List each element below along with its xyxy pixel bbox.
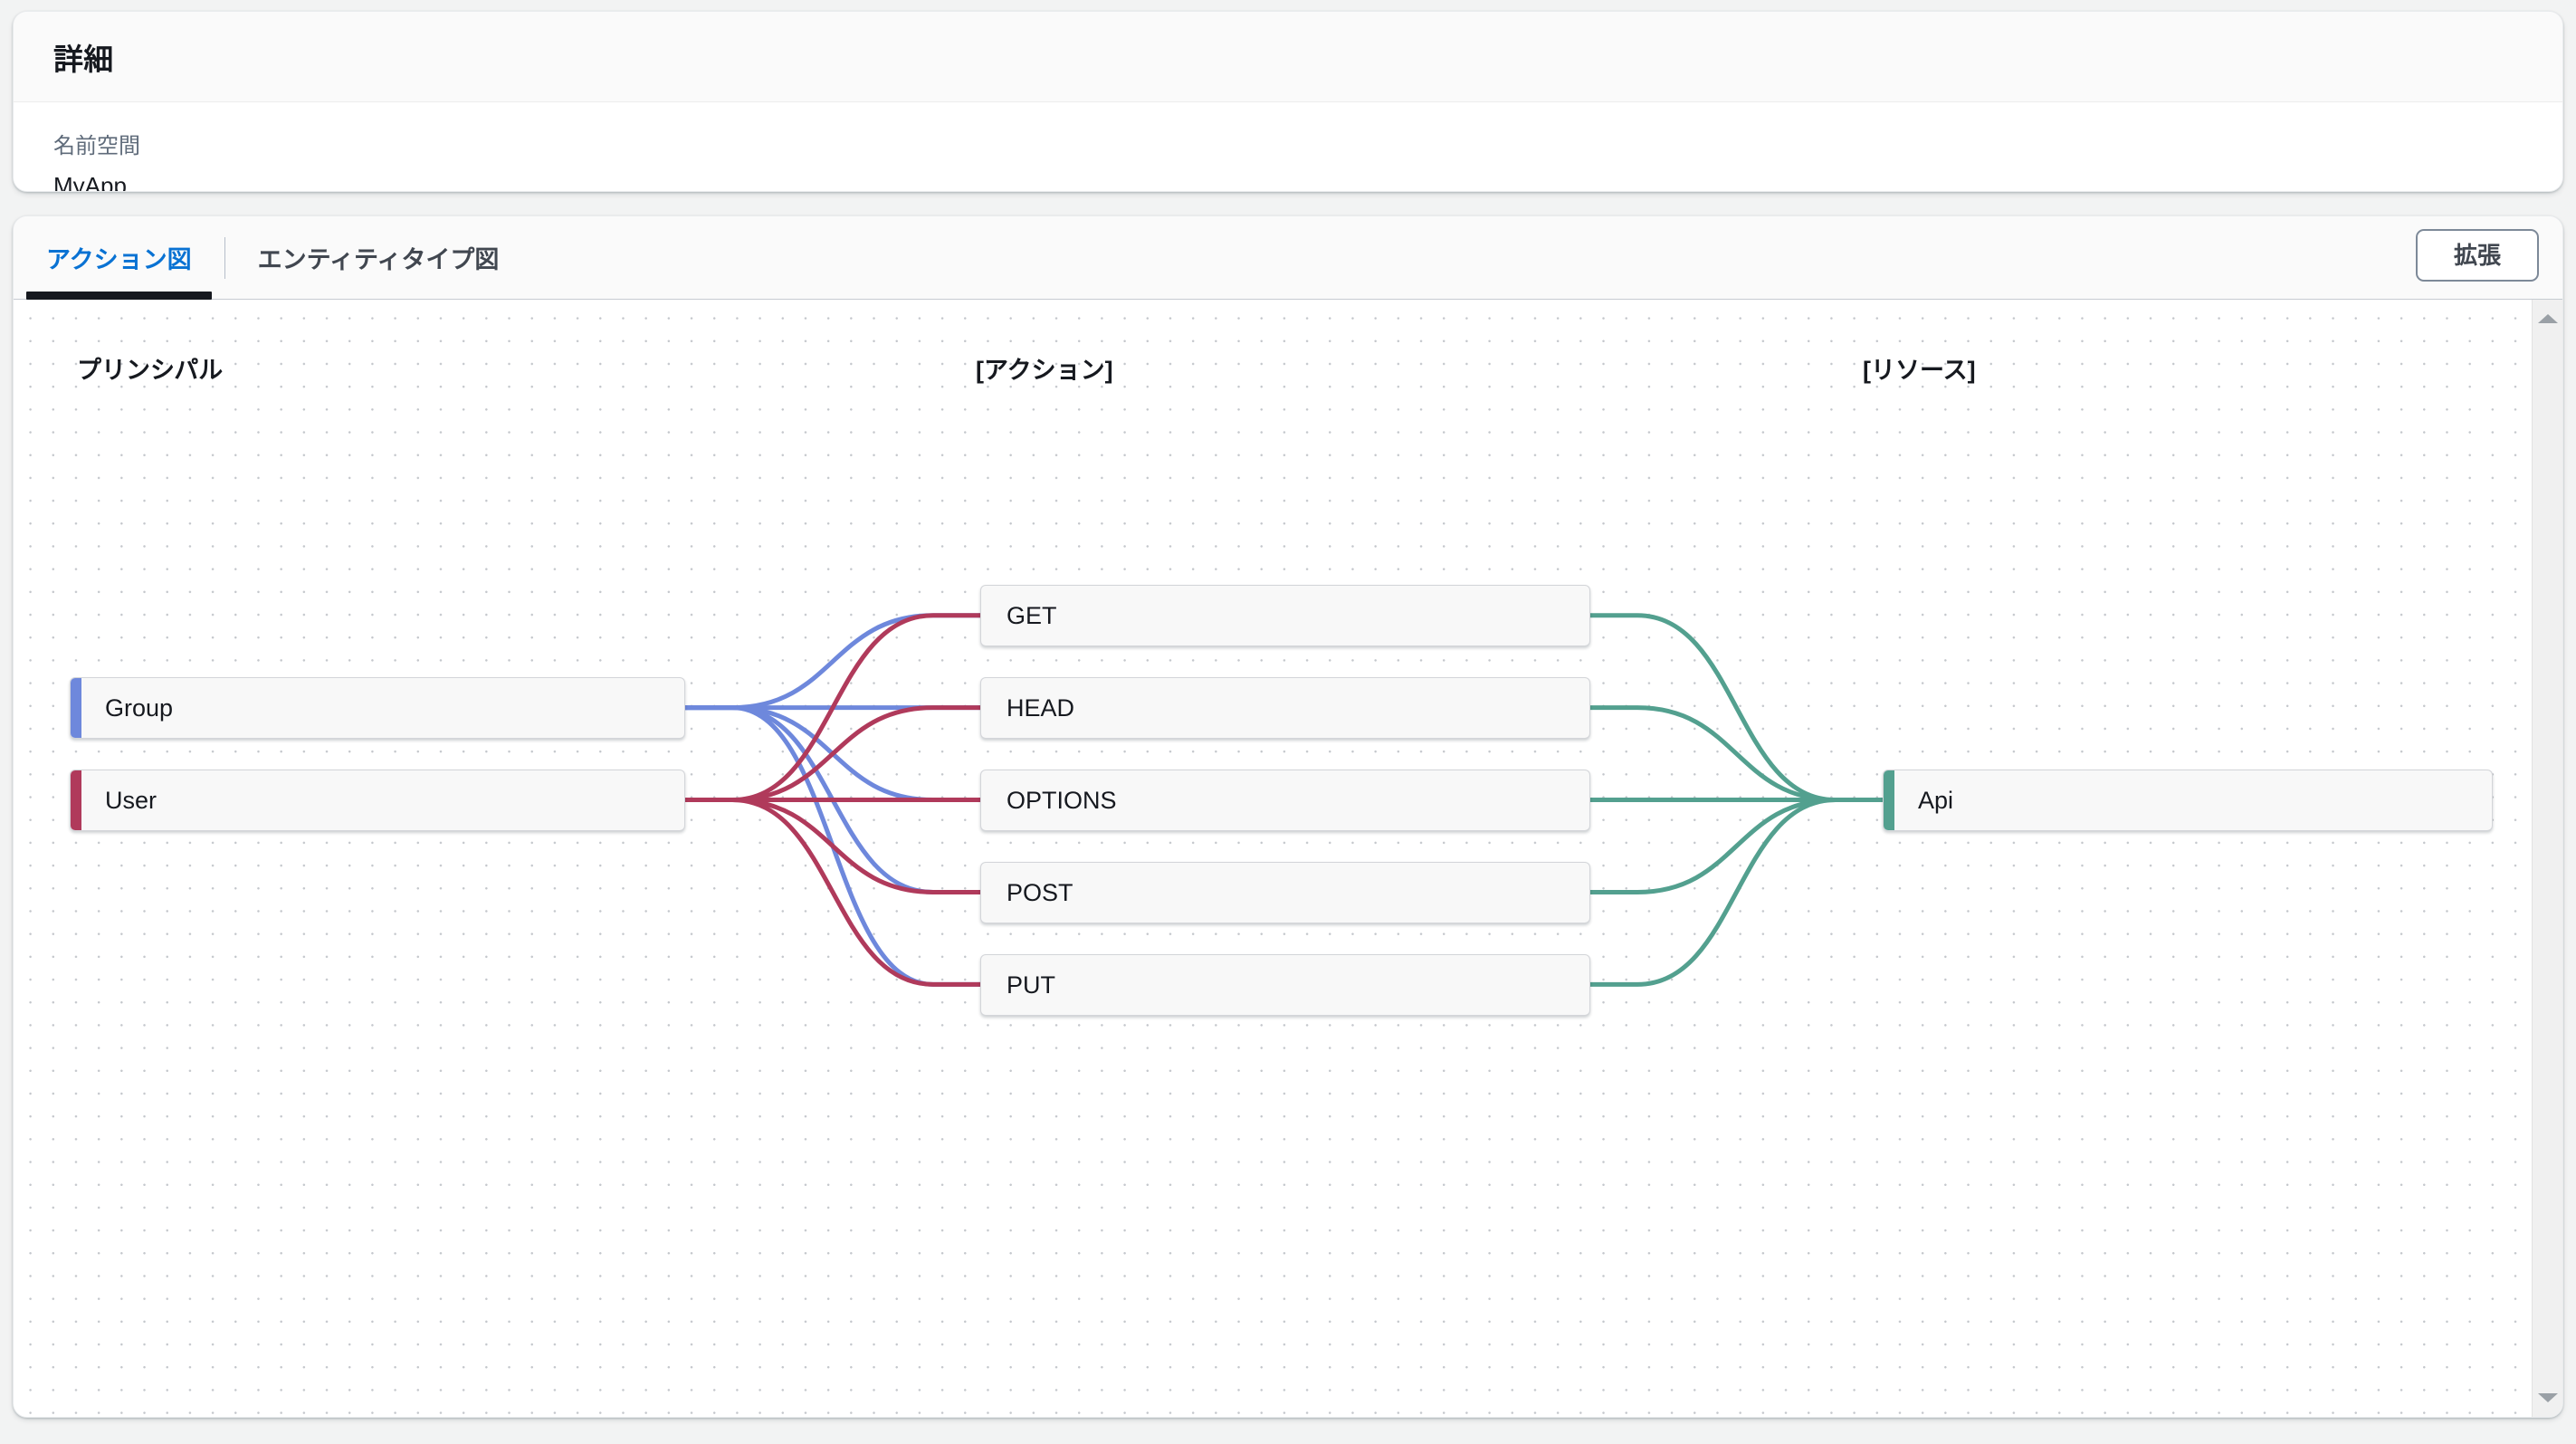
expand-button[interactable]: 拡張 [2415,228,2539,282]
edge-post-to-api [1588,798,1885,894]
node-label: POST [1007,878,1073,906]
diagram-node-get[interactable]: GET [980,585,1590,646]
diagram-node-put[interactable]: PUT [980,954,1590,1016]
details-body: 名前空間 MyApp [14,102,2562,192]
edge-user-to-put [682,798,983,987]
node-label: PUT [1007,971,1055,999]
edge-group-to-post [682,705,983,894]
node-accent-bar [71,770,81,830]
details-panel: 詳細 名前空間 MyApp [13,11,2563,192]
edge-put-to-api [1588,798,1885,987]
tab-divider [224,236,225,279]
edge-group-to-put [682,705,983,987]
diagram-node-api[interactable]: Api [1883,770,2493,831]
column-header-resource: [リソース] [1863,357,1976,384]
triangle-down-icon[interactable] [2533,1382,2562,1413]
diagram-panel: アクション図 エンティティタイプ図 拡張 プリンシパル [アクション] [リソース]… [13,215,2563,1418]
column-header-action: [アクション] [976,357,1113,384]
tab-entity-type-diagram[interactable]: エンティティタイプ図 [225,216,532,299]
page-title: 詳細 [53,42,114,76]
tab-bar: アクション図 エンティティタイプ図 拡張 [14,216,2562,300]
node-label: GET [1007,601,1057,629]
diagram-node-head[interactable]: HEAD [980,677,1590,739]
namespace-value: MyApp [53,172,127,192]
edge-group-to-options [682,705,983,803]
edge-user-to-get [682,613,983,803]
node-accent-bar [1884,770,1894,830]
diagram-node-options[interactable]: OPTIONS [980,770,1590,831]
diagram-node-post[interactable]: POST [980,862,1590,923]
vertical-scrollbar[interactable] [2532,300,2562,1417]
diagram-node-user[interactable]: User [70,770,685,831]
edge-layer [682,613,1885,987]
column-header-principal: プリンシパル [77,357,224,384]
tab-action-diagram[interactable]: アクション図 [14,216,224,300]
tab-entity-type-diagram-label: エンティティタイプ図 [257,246,500,273]
node-label: OPTIONS [1007,786,1117,814]
triangle-up-icon[interactable] [2533,303,2562,334]
node-label: HEAD [1007,693,1075,722]
edge-get-to-api [1588,613,1885,803]
node-accent-bar [71,678,81,738]
tab-action-diagram-label: アクション図 [46,246,192,273]
diagram-node-group[interactable]: Group [70,677,685,739]
node-label: User [105,786,157,814]
edge-head-to-api [1588,705,1885,803]
node-label: Api [1918,786,1954,814]
details-header: 詳細 [14,12,2562,102]
edge-user-to-head [682,705,983,803]
edge-group-to-get [682,613,983,711]
tab-list: アクション図 エンティティタイプ図 [14,216,532,300]
namespace-label: 名前空間 [53,134,140,158]
edge-user-to-post [682,798,983,894]
node-label: Group [105,693,174,722]
